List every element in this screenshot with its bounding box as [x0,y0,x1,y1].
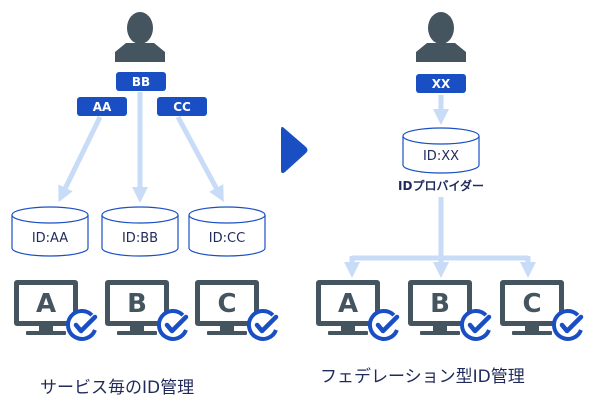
right-monitor-b: B [408,280,490,339]
service-letter: A [36,289,56,319]
right-person-icon [416,12,466,62]
service-letter: B [127,289,147,319]
right-monitor-c: C [500,280,582,339]
check-circle-icon [159,311,187,339]
service-letter: C [522,289,541,319]
check-circle-icon [554,311,582,339]
check-circle-icon [249,311,277,339]
left-monitor-a: A [14,280,96,339]
left-user-tag: BB [116,72,166,91]
service-letter: B [430,289,450,319]
left-tag-cc: CC [157,97,207,116]
check-circle-icon [370,311,398,339]
db-bb: ID:BB [101,206,179,257]
left-caption: サービス毎のID管理 [40,378,194,398]
tag-xx: XX [432,77,451,91]
service-letter: C [217,289,236,319]
left-tag-aa: AA [77,97,127,116]
db-aa-label: ID:AA [32,231,68,246]
left-monitor-c: C [195,280,277,339]
right-arrows [343,197,537,279]
right-user-tag: XX [416,74,466,93]
check-circle-icon [68,311,96,339]
db-aa: ID:AA [11,206,89,257]
left-arrows [58,92,224,204]
play-arrow-icon [281,126,308,174]
db-xx-label: ID:XX [423,149,459,164]
right-caption: フェデレーション型ID管理 [320,366,525,387]
arrow-to-db-cc [175,115,224,203]
check-circle-icon [462,311,490,339]
right-monitor-a: A [316,280,398,339]
db-bb-label: ID:BB [122,231,158,246]
tag-cc: CC [173,100,191,114]
left-person-icon [115,12,165,62]
tag-aa: AA [93,100,112,114]
tag-bb: BB [132,75,150,89]
left-monitor-b: B [105,280,187,339]
service-letter: A [338,289,358,319]
arrow-to-db-aa [58,115,103,203]
idp-label: IDプロバイダー [398,178,484,193]
db-cc: ID:CC [188,206,266,257]
db-cc-label: ID:CC [209,231,245,246]
db-xx: ID:XX [402,127,480,174]
